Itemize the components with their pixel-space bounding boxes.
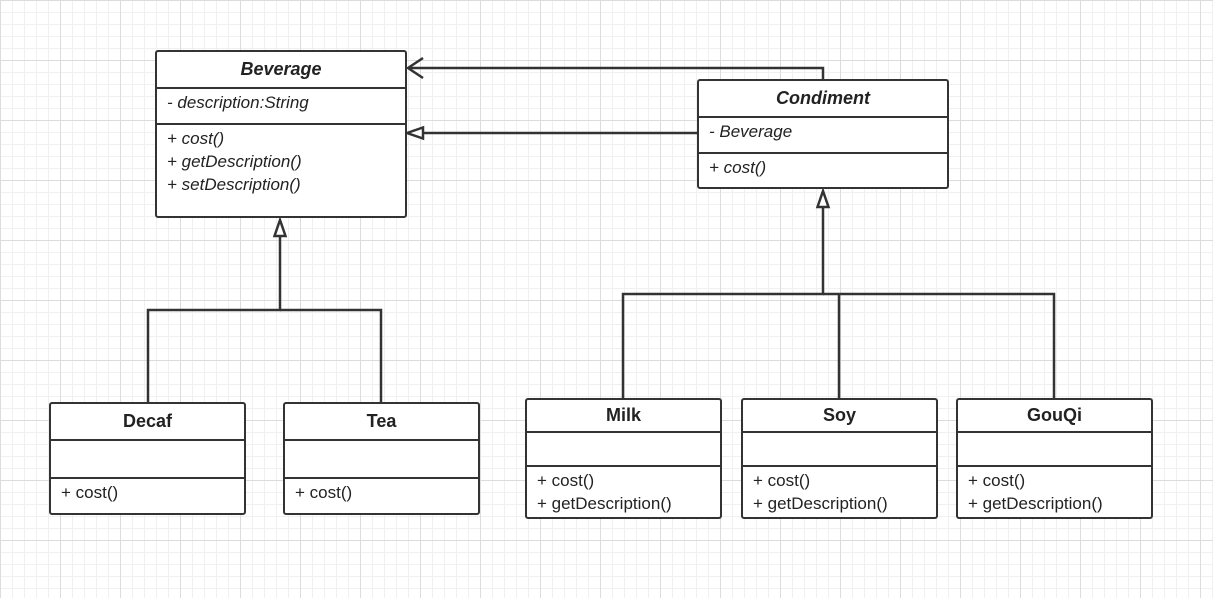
- generalization-tea-to-beverage: [280, 308, 383, 402]
- class-condiment[interactable]: Condiment - Beverage + cost(): [697, 79, 949, 189]
- generalization-arrowhead-condiment-beverage: [403, 125, 425, 141]
- class-gouqi-attributes: [958, 431, 1151, 465]
- class-decaf-attributes: [51, 439, 244, 477]
- class-gouqi-operations: + cost() + getDescription(): [958, 465, 1151, 517]
- class-soy-operations: + cost() + getDescription(): [743, 465, 936, 517]
- class-gouqi[interactable]: GouQi + cost() + getDescription(): [956, 398, 1153, 519]
- generalization-arrowhead-beverage: [272, 216, 288, 238]
- operation-cost: + cost(): [709, 158, 767, 177]
- operation-get-description: + getDescription(): [968, 494, 1103, 513]
- class-decaf[interactable]: Decaf + cost(): [49, 402, 246, 515]
- operation-get-description: + getDescription(): [537, 494, 672, 513]
- association-condiment-to-beverage: [409, 66, 825, 80]
- class-tea[interactable]: Tea + cost(): [283, 402, 480, 515]
- class-gouqi-name: GouQi: [1027, 405, 1082, 426]
- operation-get-description: + getDescription(): [753, 494, 888, 513]
- generalization-milk-to-condiment: [621, 207, 825, 398]
- attribute-description: - description:String: [167, 93, 309, 112]
- class-soy-attributes: [743, 431, 936, 465]
- class-tea-name: Tea: [366, 411, 397, 431]
- operation-set-description: + setDescription(): [167, 175, 301, 194]
- operation-cost: + cost(): [753, 471, 811, 490]
- operation-cost: + cost(): [167, 129, 225, 148]
- class-milk-operations: + cost() + getDescription(): [527, 465, 720, 517]
- operation-cost: + cost(): [968, 471, 1026, 490]
- attribute-beverage: - Beverage: [709, 122, 793, 141]
- class-beverage[interactable]: Beverage - description:String + cost() +…: [155, 50, 407, 218]
- association-arrowhead-beverage: [405, 56, 424, 80]
- operation-cost: + cost(): [295, 483, 353, 502]
- class-tea-operations: + cost(): [285, 477, 478, 513]
- class-milk-attributes: [527, 431, 720, 465]
- class-decaf-name: Decaf: [122, 411, 173, 431]
- class-milk-name: Milk: [605, 405, 641, 426]
- class-beverage-operations: + cost() + getDescription() + setDescrip…: [157, 123, 405, 216]
- class-tea-attributes: [285, 439, 478, 477]
- class-soy[interactable]: Soy + cost() + getDescription(): [741, 398, 938, 519]
- generalization-arrowhead-condiment: [815, 187, 831, 209]
- generalization-gouqi-to-condiment: [823, 292, 1056, 398]
- class-decaf-operations: + cost(): [51, 477, 244, 513]
- operation-cost: + cost(): [61, 483, 119, 502]
- operation-get-description: + getDescription(): [167, 152, 302, 171]
- class-soy-name: Soy: [822, 405, 856, 426]
- class-condiment-name: Condiment: [776, 88, 870, 108]
- generalization-decaf-to-beverage: [146, 236, 282, 402]
- class-beverage-attributes: - description:String: [157, 87, 405, 123]
- class-condiment-operations: + cost(): [699, 152, 947, 187]
- class-condiment-attributes: - Beverage: [699, 116, 947, 152]
- class-beverage-name: Beverage: [240, 59, 322, 79]
- operation-cost: + cost(): [537, 471, 595, 490]
- class-milk[interactable]: Milk + cost() + getDescription(): [525, 398, 722, 519]
